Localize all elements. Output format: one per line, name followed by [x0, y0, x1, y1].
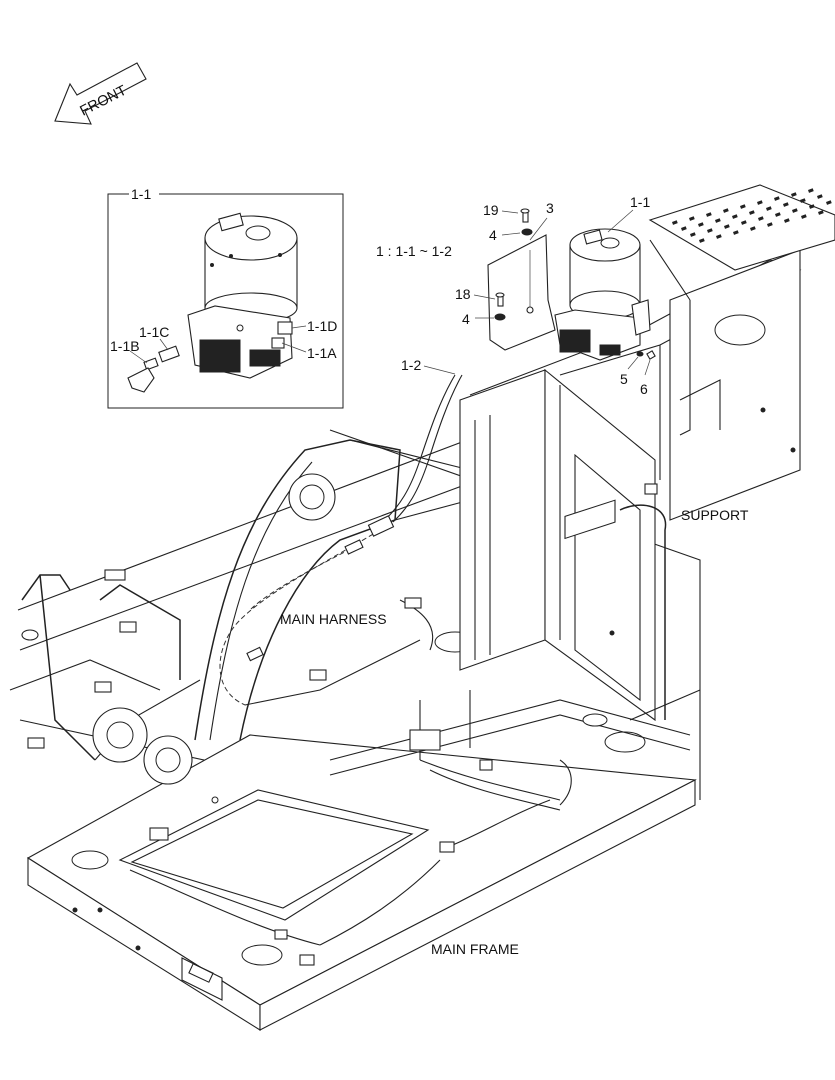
- grate-hole: [817, 194, 823, 199]
- callout-6: 6: [640, 381, 648, 397]
- front-plate: [181, 957, 223, 1001]
- grate-hole: [690, 232, 696, 237]
- grate-hole: [826, 200, 832, 205]
- grate-hole: [724, 224, 730, 229]
- boom-structure: [9, 439, 471, 785]
- grate-hole: [818, 210, 824, 215]
- detail-box: [107, 186, 344, 409]
- grate-hole: [707, 228, 713, 233]
- main-harness-label: MAIN HARNESS: [280, 611, 387, 627]
- callout-1-1a: 1-1A: [307, 345, 337, 361]
- grate-hole: [783, 202, 789, 207]
- callout-3: 3: [546, 200, 554, 216]
- grate-hole: [723, 208, 729, 213]
- callout-1-1d: 1-1D: [307, 318, 337, 334]
- main-frame-label: MAIN FRAME: [431, 941, 519, 957]
- bracket-plate: [487, 234, 556, 351]
- grate-hole: [706, 212, 712, 217]
- ratio-note: 1 : 1-1 ~ 1-2: [376, 243, 452, 259]
- grate-hole: [757, 200, 763, 205]
- grate-hole: [775, 212, 781, 217]
- callout-1-1b: 1-1B: [110, 338, 140, 354]
- grate-hole: [716, 234, 722, 239]
- callout-1-1c: 1-1C: [139, 324, 169, 340]
- grate-hole: [699, 238, 705, 243]
- lube-pump-main: [423, 208, 656, 376]
- grate-hole: [758, 216, 764, 221]
- callout-19: 19: [483, 202, 499, 218]
- grate-hole: [791, 192, 797, 197]
- grate-hole: [749, 210, 755, 215]
- grate-hole: [800, 198, 806, 203]
- grate-hole: [774, 196, 780, 201]
- labels: 1-1 1-1B 1-1C 1-1D 1-1A 1 : 1-1 ~ 1-2 19…: [110, 186, 749, 957]
- grate-hole: [672, 220, 678, 225]
- callout-4-upper: 4: [489, 227, 497, 243]
- grate-holes: [672, 188, 832, 243]
- callout-18: 18: [455, 286, 471, 302]
- grate-hole: [792, 208, 798, 213]
- callout-1-1: 1-1: [630, 194, 650, 210]
- grate-hole: [808, 188, 814, 193]
- grate-hole: [741, 220, 747, 225]
- grate-hole: [732, 214, 738, 219]
- front-arrow-icon: FRONT: [54, 62, 147, 125]
- detail-title-1-1: 1-1: [131, 186, 151, 202]
- grate-hole: [801, 214, 807, 219]
- support-structure: [459, 184, 835, 727]
- grate-hole: [740, 204, 746, 209]
- grate-hole: [766, 206, 772, 211]
- grate-hole: [809, 204, 815, 209]
- support-label: SUPPORT: [681, 507, 749, 523]
- grate-hole: [681, 226, 687, 231]
- grate-hole: [784, 218, 790, 223]
- callout-1-2: 1-2: [401, 357, 421, 373]
- callout-4-lower: 4: [462, 311, 470, 327]
- grate-hole: [715, 218, 721, 223]
- grate-hole: [689, 216, 695, 221]
- grate-hole: [733, 230, 739, 235]
- grate-hole: [698, 222, 704, 227]
- grate-hole: [767, 222, 773, 227]
- main-harness-drawing: [129, 374, 572, 966]
- grate-hole: [750, 226, 756, 231]
- callout-5: 5: [620, 371, 628, 387]
